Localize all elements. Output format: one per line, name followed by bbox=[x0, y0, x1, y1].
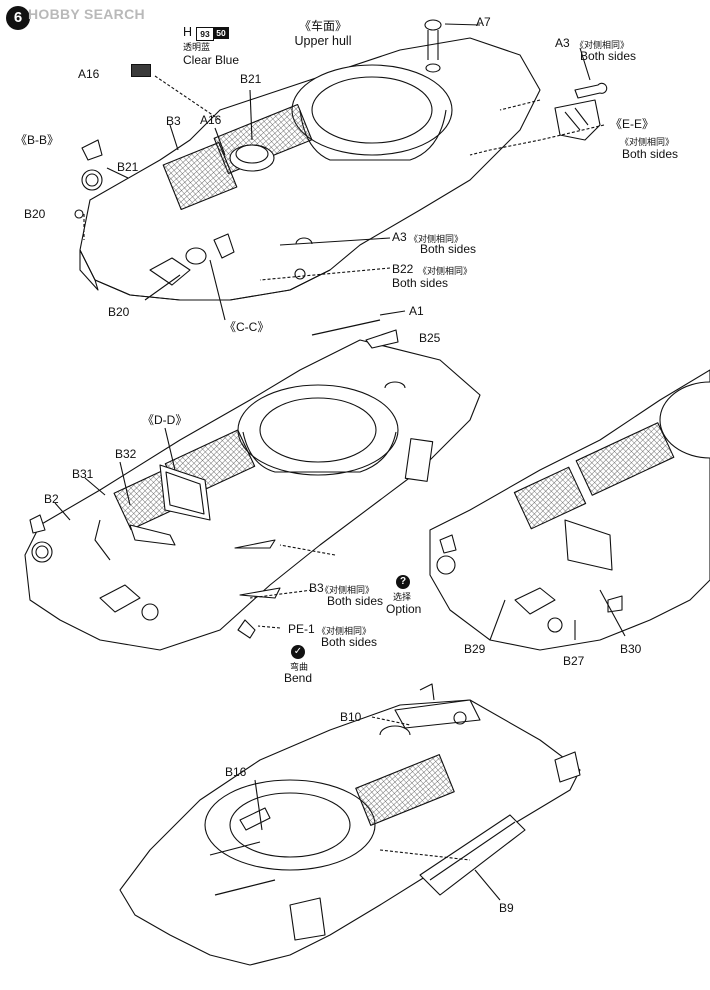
bend-label-cn: 弯曲 bbox=[290, 662, 309, 672]
label-B10: B10 bbox=[340, 710, 362, 724]
note-both-sides-cn-2: 《对侧相同》 bbox=[620, 137, 675, 147]
paint-part-label: H bbox=[183, 25, 193, 39]
label-B30: B30 bbox=[620, 642, 642, 656]
label-PE-1: PE-1 bbox=[288, 622, 315, 636]
label-section-BB: 《B-B》 bbox=[15, 133, 60, 147]
hull-view-3 bbox=[429, 369, 710, 651]
label-B2: B2 bbox=[44, 492, 59, 506]
note-both-sides-cn-4: 《对侧相同》 bbox=[418, 266, 473, 276]
note-both-sides-en-2: Both sides bbox=[622, 147, 679, 161]
watermark-logo: HOBBY SEARCH bbox=[28, 6, 145, 22]
note-both-sides-en-1: Both sides bbox=[580, 49, 637, 63]
bend-label-en: Bend bbox=[284, 671, 313, 685]
paint-code-a: 93 bbox=[196, 27, 214, 41]
label-B20-a: B20 bbox=[24, 207, 46, 221]
note-both-sides-cn-3: 《对侧相同》 bbox=[409, 234, 464, 244]
note-both-sides-en-4: Both sides bbox=[392, 276, 449, 290]
label-B27: B27 bbox=[563, 654, 585, 668]
label-B25: B25 bbox=[419, 331, 441, 345]
label-B31: B31 bbox=[72, 467, 94, 481]
note-both-sides-cn-6: 《对侧相同》 bbox=[317, 626, 372, 636]
label-A3-top: A3 bbox=[555, 36, 570, 50]
label-B9: B9 bbox=[499, 901, 514, 915]
bend-check-icon: ✓ bbox=[291, 645, 305, 659]
label-B32: B32 bbox=[115, 447, 137, 461]
label-B20-b: B20 bbox=[108, 305, 130, 319]
label-B16: B16 bbox=[225, 765, 247, 779]
note-both-sides-cn-5: 《对侧相同》 bbox=[320, 585, 375, 595]
question-mark-icon: ? bbox=[396, 575, 410, 589]
upper-hull-title-cn: 《车面》 bbox=[298, 19, 348, 33]
note-both-sides-en-6: Both sides bbox=[321, 635, 378, 649]
clear-part-swatch bbox=[131, 64, 151, 77]
label-A16-b: A16 bbox=[200, 113, 222, 127]
paint-code-b: 50 bbox=[213, 27, 229, 39]
label-B3-b: B3 bbox=[309, 581, 324, 595]
option-label-cn: 选择 bbox=[393, 592, 412, 602]
step-number-badge: 6 bbox=[6, 6, 30, 30]
label-A16-paint: A16 bbox=[78, 67, 100, 81]
paint-name-en: Clear Blue bbox=[183, 53, 240, 67]
label-B22: B22 bbox=[392, 262, 414, 276]
label-B21-b: B21 bbox=[117, 160, 139, 174]
label-section-DD: 《D-D》 bbox=[142, 413, 188, 427]
label-A7: A7 bbox=[476, 15, 491, 29]
note-both-sides-en-3: Both sides bbox=[420, 242, 477, 256]
hull-view-4 bbox=[119, 683, 581, 966]
note-both-sides-en-5: Both sides bbox=[327, 594, 384, 608]
hull-view-2 bbox=[24, 310, 481, 651]
label-A1: A1 bbox=[409, 304, 424, 318]
paint-name-cn: 透明蓝 bbox=[183, 42, 211, 52]
label-A3-mid: A3 bbox=[392, 230, 407, 244]
label-B3-a: B3 bbox=[166, 114, 181, 128]
hull-view-1 bbox=[74, 19, 608, 321]
label-section-CC: 《C-C》 bbox=[224, 320, 270, 334]
option-label-en: Option bbox=[386, 602, 422, 616]
note-both-sides-cn-1: 《对侧相同》 bbox=[575, 40, 630, 50]
label-B29: B29 bbox=[464, 642, 486, 656]
label-B21-a: B21 bbox=[240, 72, 262, 86]
upper-hull-title-en: Upper hull bbox=[294, 34, 352, 48]
label-section-EE: 《E-E》 bbox=[610, 117, 655, 131]
